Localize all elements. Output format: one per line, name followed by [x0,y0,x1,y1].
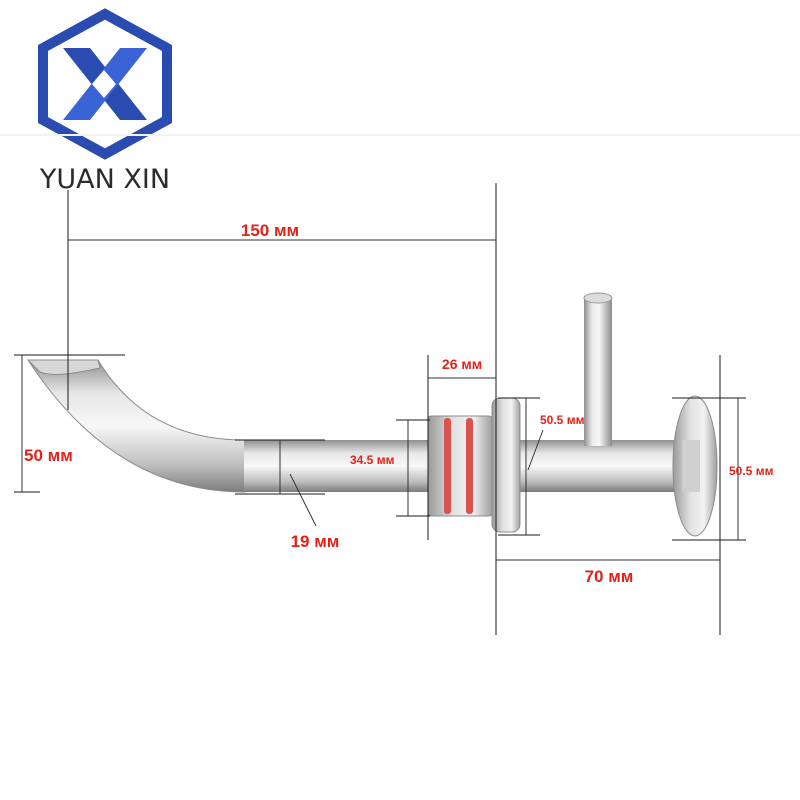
dim-overall-length-label: 150 мм [241,221,299,240]
dimension-labels: 150 мм 50 мм 19 мм 34.5 мм 26 мм 50.5 мм… [24,221,774,586]
dim-flange-outer-label: 50.5 мм [729,464,774,478]
dim-tip-height-label: 50 мм [24,446,73,465]
tube-bevel-tip [26,359,101,375]
brand-logo: YUAN XIN [38,8,172,195]
dim-tube-diameter-label: 19 мм [291,532,340,551]
dim-collar-diameter-label: 34.5 мм [350,453,395,467]
hexagon-x-logo-icon [38,8,172,160]
dim-flange-spacing-label: 70 мм [585,567,634,586]
side-tube-cap [583,292,613,304]
side-tube-body [584,296,612,446]
brand-name: YUAN XIN [39,164,170,195]
outer-flange [672,395,718,537]
collar-body [427,415,493,517]
collar [427,415,493,517]
logo-x-mark [63,48,147,120]
dim-collar-width-label: 26 мм [442,356,482,372]
dim-flange-inner-label: 50.5 мм [540,413,585,427]
outer-flange-neck [682,440,700,492]
tube-bend [27,359,246,493]
side-tube [583,292,613,446]
o-ring-1 [444,418,451,514]
o-ring-2 [466,418,473,514]
dimension-lines [14,183,746,635]
